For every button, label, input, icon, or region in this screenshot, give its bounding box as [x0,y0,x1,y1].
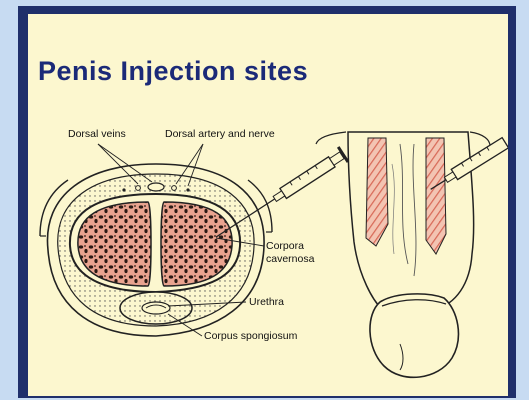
label-dorsal-artery-nerve: Dorsal artery and nerve [165,128,275,140]
label-dorsal-veins: Dorsal veins [68,128,126,140]
label-corpora-cavernosa: Corpora cavernosa [266,240,314,266]
cross-section [40,164,272,336]
diagram-panel: Penis Injection sites [28,14,508,396]
label-urethra: Urethra [249,296,284,308]
label-corpus-spongiosum: Corpus spongiosum [204,330,297,342]
